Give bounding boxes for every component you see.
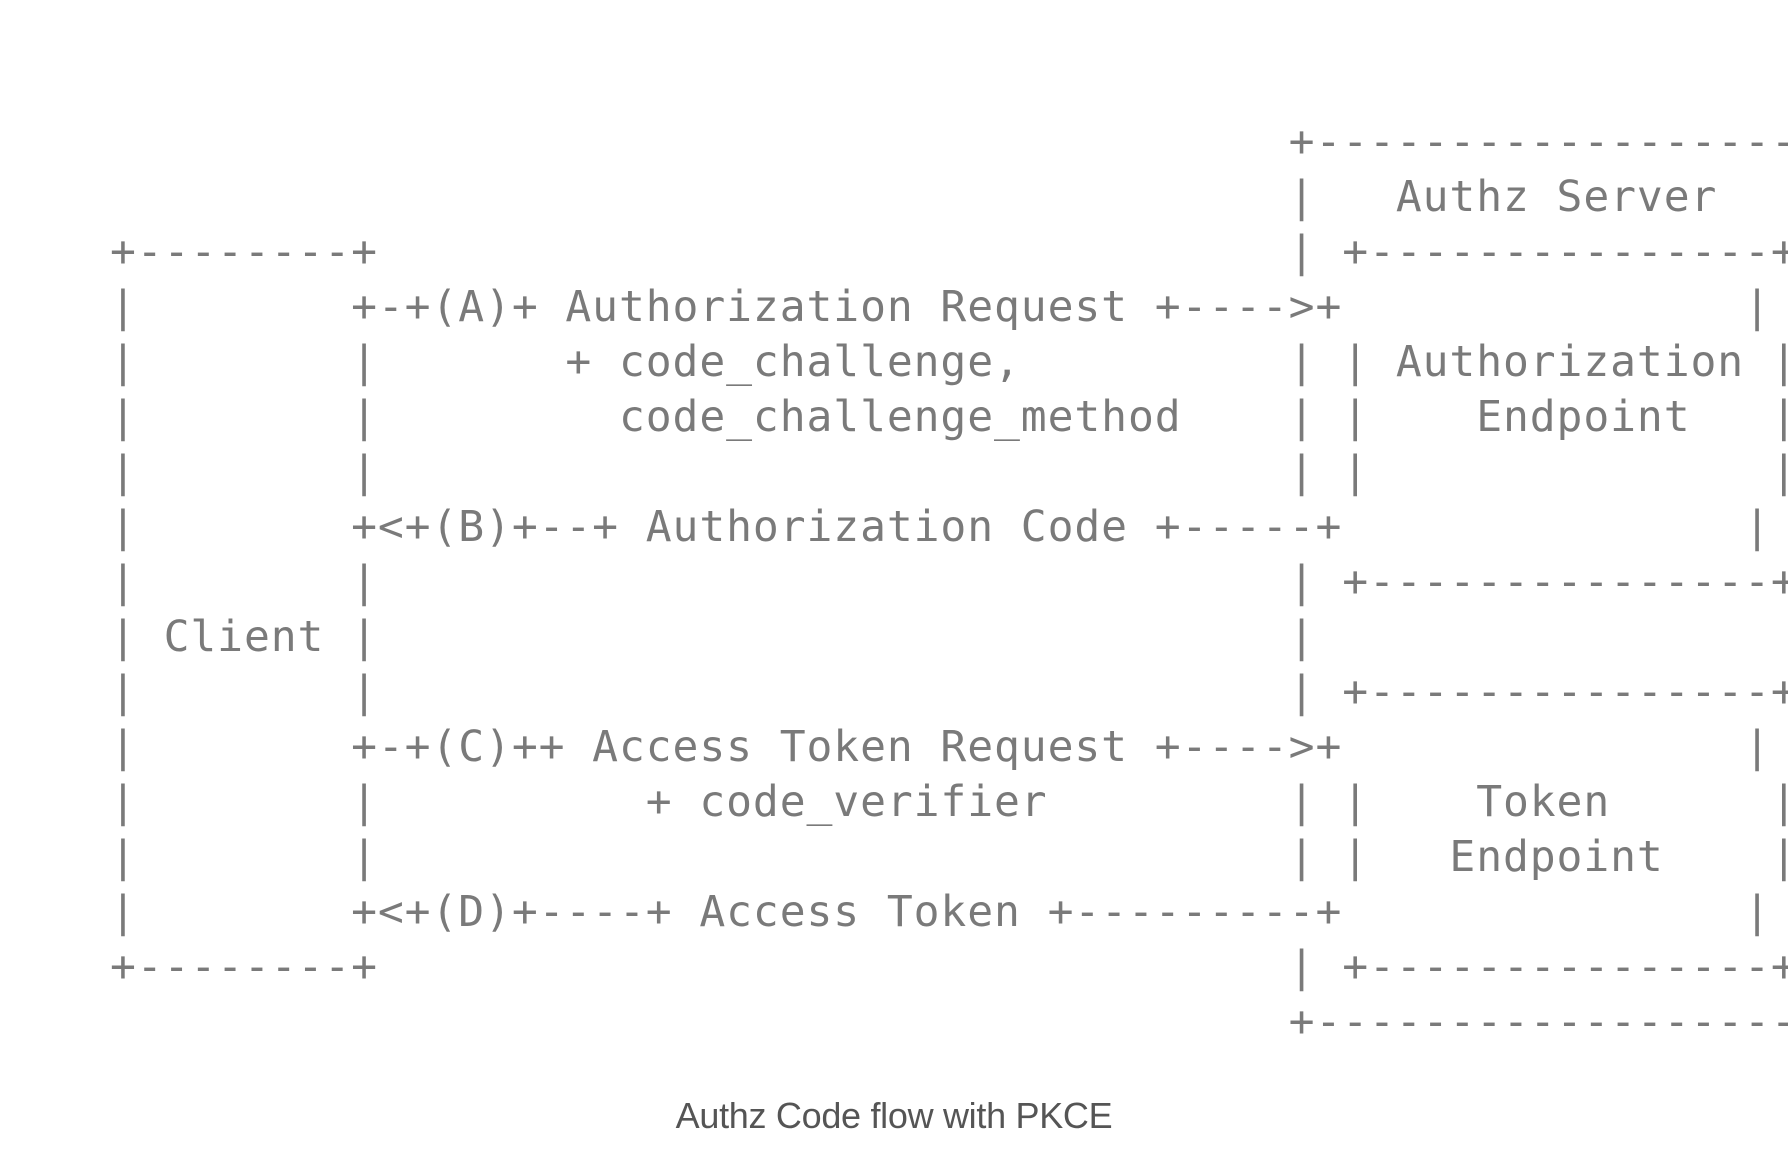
diagram-line-token-endpoint-top: | | | +---------------+ |: [110, 667, 1788, 717]
diagram-line-authz-box-top: +-------------------+: [110, 117, 1788, 167]
diagram-line-token-endpoint-label: | | | | Endpoint | |: [110, 832, 1788, 882]
diagram-line-authz-server-title: | Authz Server |: [110, 172, 1788, 222]
diagram-line-authorization-endpoint-bottom: | | | +---------------+ |: [110, 557, 1788, 607]
diagram-line-code-verifier: | | + code_verifier | | Token | |: [110, 777, 1788, 827]
diagram-line-spacer-1: | | | | | |: [110, 447, 1788, 497]
diagram-line-client-box-top: +--------+ | +---------------+ |: [110, 227, 1788, 277]
diagram-line-client-label: | Client | | |: [110, 612, 1788, 662]
diagram-line-step-c-access-token-request: | +-+(C)++ Access Token Request +---->+ …: [110, 722, 1788, 772]
figure-caption: Authz Code flow with PKCE: [675, 1095, 1113, 1136]
diagram-line-step-b-authorization-code: | +<+(B)+--+ Authorization Code +-----+ …: [110, 502, 1788, 552]
diagram-line-authz-box-bottom: +-------------------+: [110, 997, 1788, 1047]
pkce-flow-diagram: +-------------------+ | Authz Server |+-…: [110, 115, 1788, 1050]
diagram-line-code-challenge: | | + code_challenge, | | Authorization …: [110, 337, 1788, 387]
diagram-line-step-d-access-token: | +<+(D)+----+ Access Token +---------+ …: [110, 887, 1788, 937]
ascii-diagram: +-------------------+ | Authz Server |+-…: [110, 115, 1788, 1050]
diagram-line-step-a-authorization-request: | +-+(A)+ Authorization Request +---->+ …: [110, 282, 1788, 332]
diagram-line-client-box-bottom: +--------+ | +---------------+ |: [110, 942, 1788, 992]
diagram-line-code-challenge-method: | | code_challenge_method | | Endpoint |…: [110, 392, 1788, 442]
